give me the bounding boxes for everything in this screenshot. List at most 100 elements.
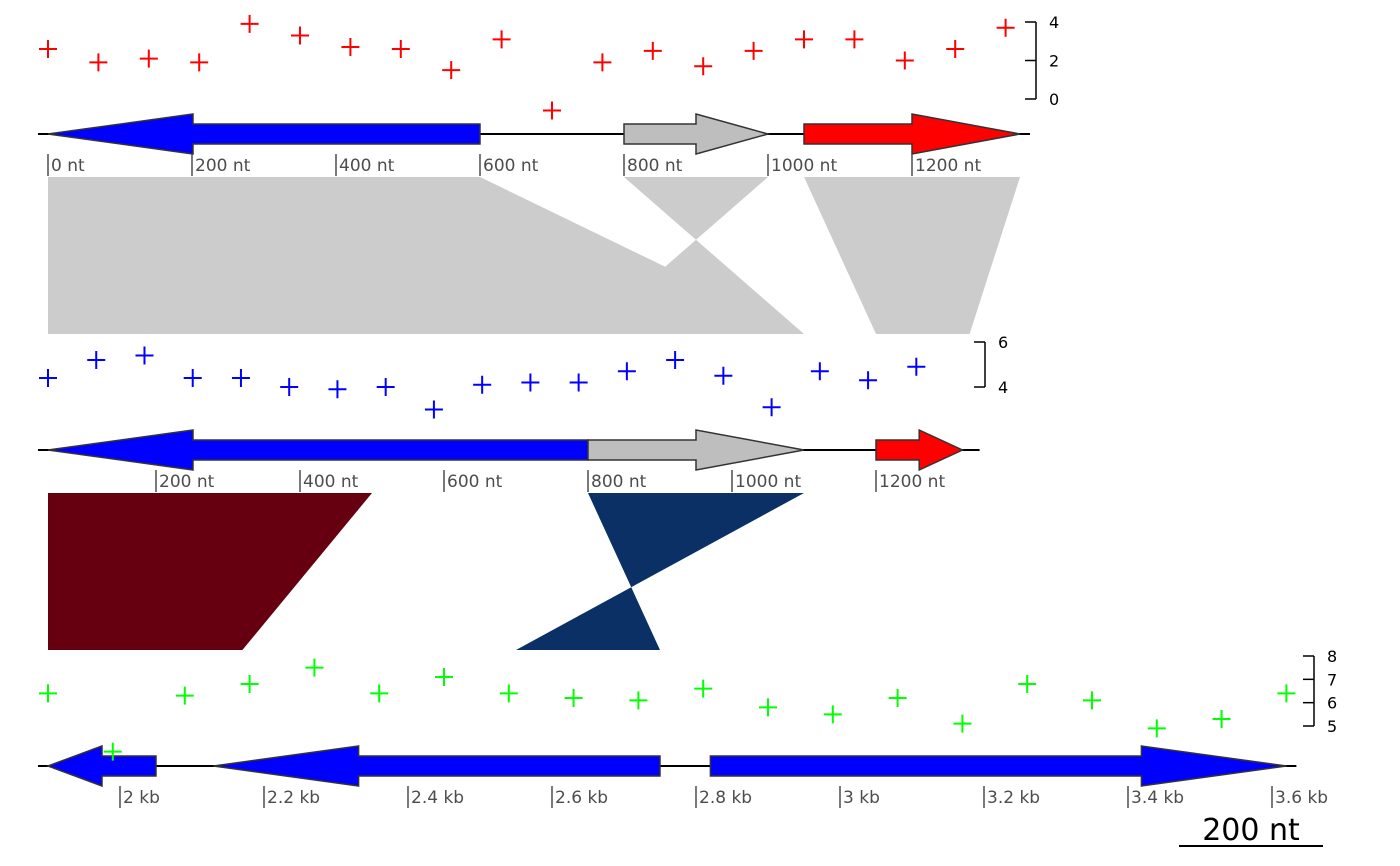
data-point-3-19 — [1212, 710, 1231, 728]
comparison-region-1-3 — [804, 177, 1020, 334]
tick-label-3-5: 2.8 kb — [699, 788, 752, 808]
data-point-2-14 — [666, 351, 685, 369]
data-point-3-14 — [888, 689, 907, 707]
tick-label-2-3: 600 nt — [447, 472, 503, 492]
comparison-region-2-1 — [48, 493, 372, 650]
data-point-1-3 — [139, 49, 158, 68]
tick-label-1-4: 600 nt — [483, 156, 539, 176]
data-point-2-2 — [87, 351, 106, 369]
tick-label-1-5: 800 nt — [627, 156, 683, 176]
annotation-axis-label-3-3: 7 — [1327, 670, 1337, 689]
gene-arrow-3-3 — [709, 745, 1287, 787]
data-point-1-15 — [744, 41, 763, 60]
comparison-regions — [48, 177, 1020, 650]
data-point-3-2 — [103, 742, 122, 761]
data-point-1-19 — [946, 39, 965, 58]
tick-label-1-6: 1000 nt — [771, 156, 837, 176]
gene-arrow-1-1 — [47, 113, 481, 155]
data-point-2-18 — [859, 371, 878, 390]
data-point-1-16 — [795, 30, 813, 49]
gene-arrow-1-2 — [623, 113, 771, 155]
data-point-1-14 — [694, 57, 713, 76]
data-point-2-10 — [473, 375, 492, 394]
data-point-1-6 — [291, 26, 309, 45]
data-point-2-11 — [521, 373, 540, 392]
data-point-3-11 — [694, 679, 713, 698]
annotation-axis-label-2-1: 4 — [998, 378, 1008, 397]
data-point-2-5 — [231, 369, 250, 387]
tick-label-3-9: 3.6 kb — [1275, 788, 1328, 808]
gene-arrow-2-3 — [875, 428, 965, 472]
data-point-2-8 — [376, 378, 395, 396]
annotation-track-2: 46 — [39, 333, 1008, 419]
scale-bar-label: 200 nt — [1202, 813, 1300, 848]
gene-arrow-3-1 — [45, 744, 157, 788]
annotation-axis-label-3-4: 8 — [1327, 647, 1337, 666]
data-point-3-16 — [1018, 675, 1037, 693]
data-point-3-20 — [1277, 684, 1296, 703]
gene-arrow-3-2 — [213, 745, 661, 787]
data-point-3-17 — [1083, 691, 1101, 710]
segment-3: 2 kb 2.2 kb 2.4 kb 2.6 kb 2.8 kb 3 kb 3.2 kb 3.… — [38, 647, 1337, 808]
tick-label-1-3: 400 nt — [339, 156, 395, 176]
data-point-2-16 — [762, 398, 781, 417]
tick-label-2-4: 800 nt — [591, 472, 647, 492]
scale-bar: 200 nt — [1179, 813, 1323, 848]
data-point-3-9 — [564, 689, 583, 707]
data-point-3-4 — [240, 675, 259, 693]
data-point-2-15 — [714, 366, 733, 385]
data-point-1-9 — [442, 61, 461, 80]
tick-label-3-7: 3.2 kb — [987, 788, 1040, 808]
data-point-3-3 — [175, 686, 194, 705]
data-point-1-11 — [543, 101, 561, 120]
data-point-3-12 — [759, 698, 777, 717]
data-point-2-9 — [424, 400, 443, 419]
tick-label-3-1: 2 kb — [123, 788, 160, 808]
data-point-1-10 — [492, 30, 511, 49]
data-point-1-5 — [240, 14, 259, 33]
data-point-2-7 — [328, 380, 347, 399]
gene-arrow-1-3 — [803, 113, 1021, 155]
annotation-track-1: 024 — [39, 13, 1059, 120]
tick-label-3-4: 2.6 kb — [555, 788, 608, 808]
data-point-1-13 — [643, 41, 662, 60]
comparison-region-2-2 — [516, 493, 804, 650]
tick-label-2-2: 400 nt — [303, 472, 359, 492]
data-point-3-18 — [1147, 719, 1166, 738]
data-point-2-19 — [907, 357, 926, 376]
comparison-region-1-2 — [588, 177, 804, 334]
data-point-2-17 — [810, 362, 829, 381]
tick-label-1-2: 200 nt — [195, 156, 251, 176]
data-point-1-12 — [593, 53, 612, 72]
annotation-axis-label-1-3: 4 — [1049, 13, 1059, 32]
data-point-2-1 — [39, 369, 57, 387]
data-point-1-4 — [190, 53, 209, 72]
data-point-3-13 — [823, 705, 842, 724]
tick-label-3-3: 2.4 kb — [411, 788, 464, 808]
annotation-axis-label-2-2: 6 — [998, 333, 1008, 352]
tick-label-2-1: 200 nt — [159, 472, 215, 492]
tick-label-2-5: 1000 nt — [735, 472, 801, 492]
annotation-axis-label-3-1: 5 — [1327, 717, 1337, 736]
data-point-3-5 — [305, 658, 324, 677]
gene-arrow-2-2 — [587, 429, 805, 471]
data-point-3-8 — [499, 684, 518, 703]
data-point-1-8 — [391, 39, 410, 58]
data-point-1-7 — [341, 38, 360, 57]
data-point-3-10 — [629, 691, 648, 710]
tick-label-3-8: 3.4 kb — [1131, 788, 1184, 808]
data-point-2-3 — [135, 346, 154, 365]
tick-label-3-2: 2.2 kb — [267, 788, 320, 808]
annotation-axis-label-1-2: 2 — [1049, 52, 1059, 71]
comparison-region-1-1 — [48, 177, 804, 334]
tick-label-1-7: 1200 nt — [915, 156, 981, 176]
tick-label-3-6: 3 kb — [843, 788, 880, 808]
data-point-3-7 — [435, 668, 453, 686]
tick-label-2-6: 1200 nt — [879, 472, 945, 492]
data-point-1-17 — [845, 30, 864, 49]
